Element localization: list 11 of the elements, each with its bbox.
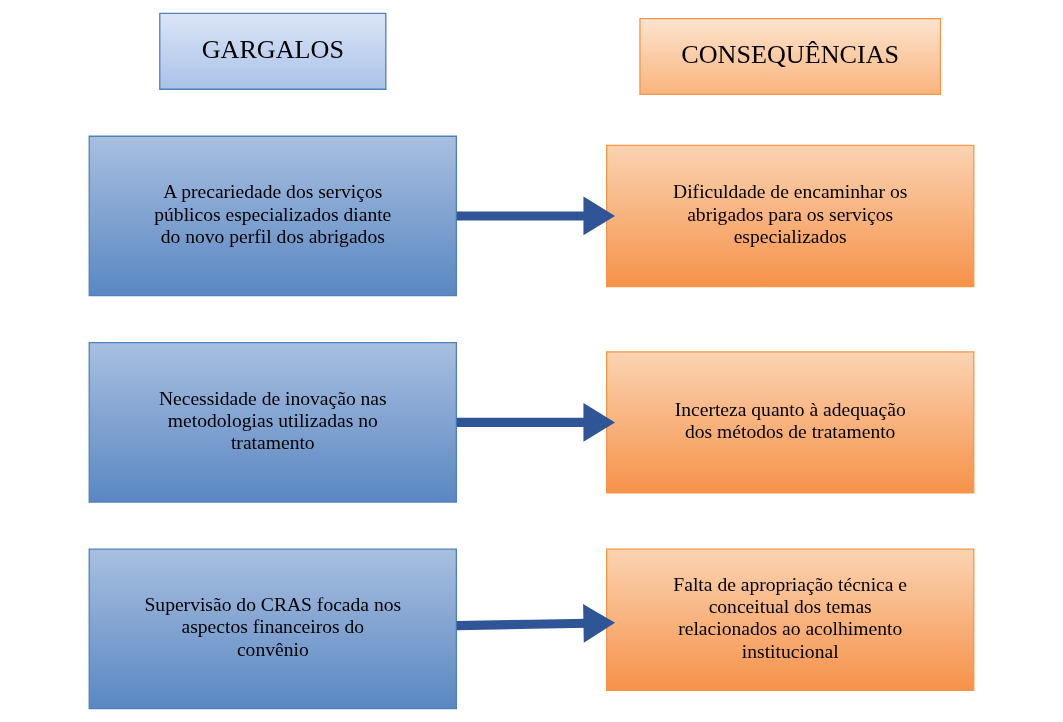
arrow xyxy=(456,196,616,236)
node-box: Supervisão do CRAS focada nos aspectos financeiros do convênio xyxy=(88,548,458,710)
node-box: Incerteza quanto à adequação dos métodos de tratamento xyxy=(605,351,975,494)
node-box: Falta de apropriação técnica e conceitual dos temas relacionados ao acolhimento institucional xyxy=(605,548,975,691)
node-box: GARGALOS xyxy=(159,12,387,90)
arrow xyxy=(456,604,616,643)
node-box: CONSEQUÊNCIAS xyxy=(639,18,942,96)
arrow xyxy=(456,403,616,442)
node-box: A precariedade dos serviços públicos especializados diante do novo perfil dos abrigados xyxy=(88,135,458,297)
node-box: Dificuldade de encaminhar os abrigados para os serviços especializados xyxy=(605,144,975,288)
node-box: Necessidade de inovação nas metodologias utilizadas no tratamento xyxy=(88,342,458,503)
